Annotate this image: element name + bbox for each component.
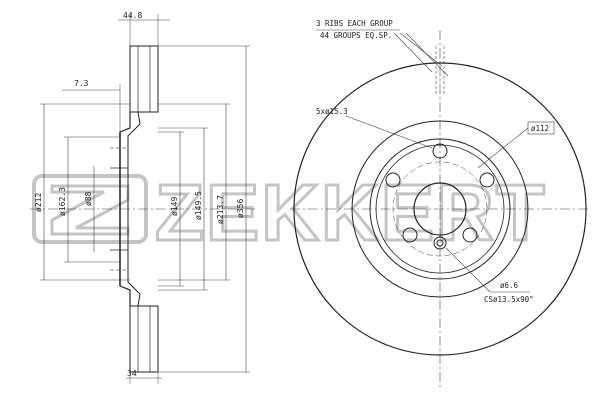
friction-inner-edge	[351, 120, 529, 298]
dim-hub-diameter: ø149	[158, 131, 184, 287]
dim-disc-thickness: 34	[127, 369, 137, 378]
bolt-hole	[402, 227, 418, 243]
leader-line	[399, 32, 443, 67]
disc-outer-edge	[293, 62, 587, 356]
dim-overall-height: 44.8	[123, 11, 142, 20]
bolt-circle-line	[392, 161, 488, 257]
countersink-hole-inner	[436, 239, 444, 247]
hat-inner-edge	[375, 144, 505, 274]
dim-center-bore: ø88	[84, 166, 95, 252]
ribs-note-line2: 44 GROUPS EQ.SP.	[320, 31, 392, 40]
dim-hat-diameter-label: ø149.5	[194, 191, 203, 220]
leader-line	[405, 32, 449, 77]
dim-disc-diameter-label: ø356	[236, 199, 245, 218]
hat-outer-edge	[369, 138, 511, 280]
dim-disc-diameter: ø356	[158, 45, 250, 373]
front-view: 3 RIBS EACH GROUP 44 GROUPS EQ.SP. 5xø15…	[290, 19, 590, 388]
brand-watermark: ZEKKERT	[32, 167, 547, 259]
bolt-hole	[432, 143, 448, 159]
hat-profile-inner	[127, 111, 141, 307]
callout-bolt-holes: 5xø15.3	[316, 107, 348, 116]
ribs-note-line1: 3 RIBS EACH GROUP	[316, 19, 393, 28]
friction-ring-bottom	[129, 305, 159, 373]
dim-outer-diameter-label: ø212	[34, 193, 43, 212]
logo-wordmark: ZEKKERT	[155, 168, 547, 257]
dim-hat-offset: 7.3	[74, 79, 89, 88]
callout-box	[527, 121, 555, 135]
leader-line	[477, 127, 529, 169]
callout-countersink: CSø13.5x90°	[484, 295, 534, 304]
leader-line	[445, 247, 491, 293]
leader-line	[393, 32, 433, 73]
dim-friction-inner-diameter-label: ø213.7	[216, 195, 225, 224]
dim-friction-inner-diameter: ø213.7	[158, 103, 230, 281]
dim-pcd-diameter: ø162.3	[58, 136, 120, 263]
bolt-hole	[385, 172, 401, 188]
callout-bolt-circle: ø112	[531, 124, 549, 133]
bolt-hole	[479, 172, 495, 188]
dim-outer-diameter: ø212	[34, 103, 130, 281]
dim-center-bore-label: ø88	[84, 191, 93, 206]
callout-small-hole: ø6.6	[500, 281, 519, 290]
dim-hub-diameter-label: ø149	[170, 197, 179, 216]
leader-line	[345, 115, 433, 149]
friction-ring-top	[129, 45, 159, 113]
bolt-hole	[462, 227, 478, 243]
countersink-hole-outer	[433, 236, 447, 250]
section-view: 44.8 7.3 ø212 ø162.3 ø88 ø149	[30, 11, 255, 384]
center-bore	[413, 182, 467, 236]
dim-hat-diameter: ø149.5	[158, 127, 208, 291]
dim-pcd-diameter-label: ø162.3	[58, 187, 67, 216]
